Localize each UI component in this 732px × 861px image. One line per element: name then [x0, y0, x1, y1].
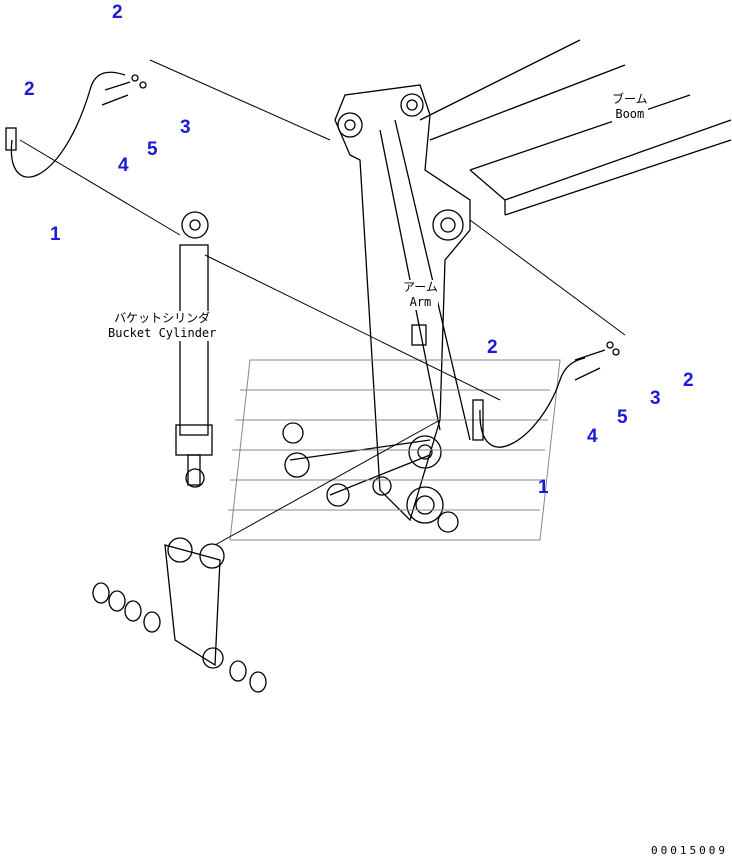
- callout-bolt: 4: [118, 155, 129, 176]
- arm-label-jp: アーム: [403, 280, 438, 294]
- boom-label-en: Boom: [615, 107, 645, 121]
- arm: [334, 84, 471, 524]
- callout-plug: 2: [487, 337, 498, 358]
- bucket-link: [282, 422, 459, 533]
- boom: [419, 39, 732, 216]
- callout-bolt: 4: [587, 426, 598, 447]
- left-hose-assembly: [5, 71, 147, 178]
- callout-hose: 1: [538, 477, 549, 498]
- arm-label: アーム Arm: [403, 280, 438, 310]
- callout-washer: 3: [650, 388, 661, 409]
- callout-plug: 2: [24, 79, 35, 100]
- callout-washer: 5: [617, 407, 628, 428]
- leader-lines: [19, 59, 626, 546]
- cylinder-label-en: Bucket Cylinder: [108, 326, 217, 340]
- callout-washer: 3: [180, 117, 191, 138]
- boom-label-jp: ブーム: [612, 92, 648, 106]
- cylinder-label: バケットシリンダ Bucket Cylinder: [108, 311, 217, 341]
- callout-hose: 1: [50, 224, 61, 245]
- arm-label-en: Arm: [409, 295, 432, 309]
- drawing-code: 00015009: [651, 844, 728, 857]
- logo-watermark: [228, 359, 561, 541]
- lower-link: [92, 537, 267, 693]
- callout-plug: 2: [683, 370, 694, 391]
- boom-label: ブーム Boom: [612, 92, 648, 122]
- bucket-cylinder: [175, 211, 213, 488]
- callout-washer: 5: [147, 139, 158, 160]
- cylinder-label-jp: バケットシリンダ: [114, 311, 211, 325]
- right-hose-assembly: [472, 341, 620, 448]
- callout-plug: 2: [112, 2, 123, 23]
